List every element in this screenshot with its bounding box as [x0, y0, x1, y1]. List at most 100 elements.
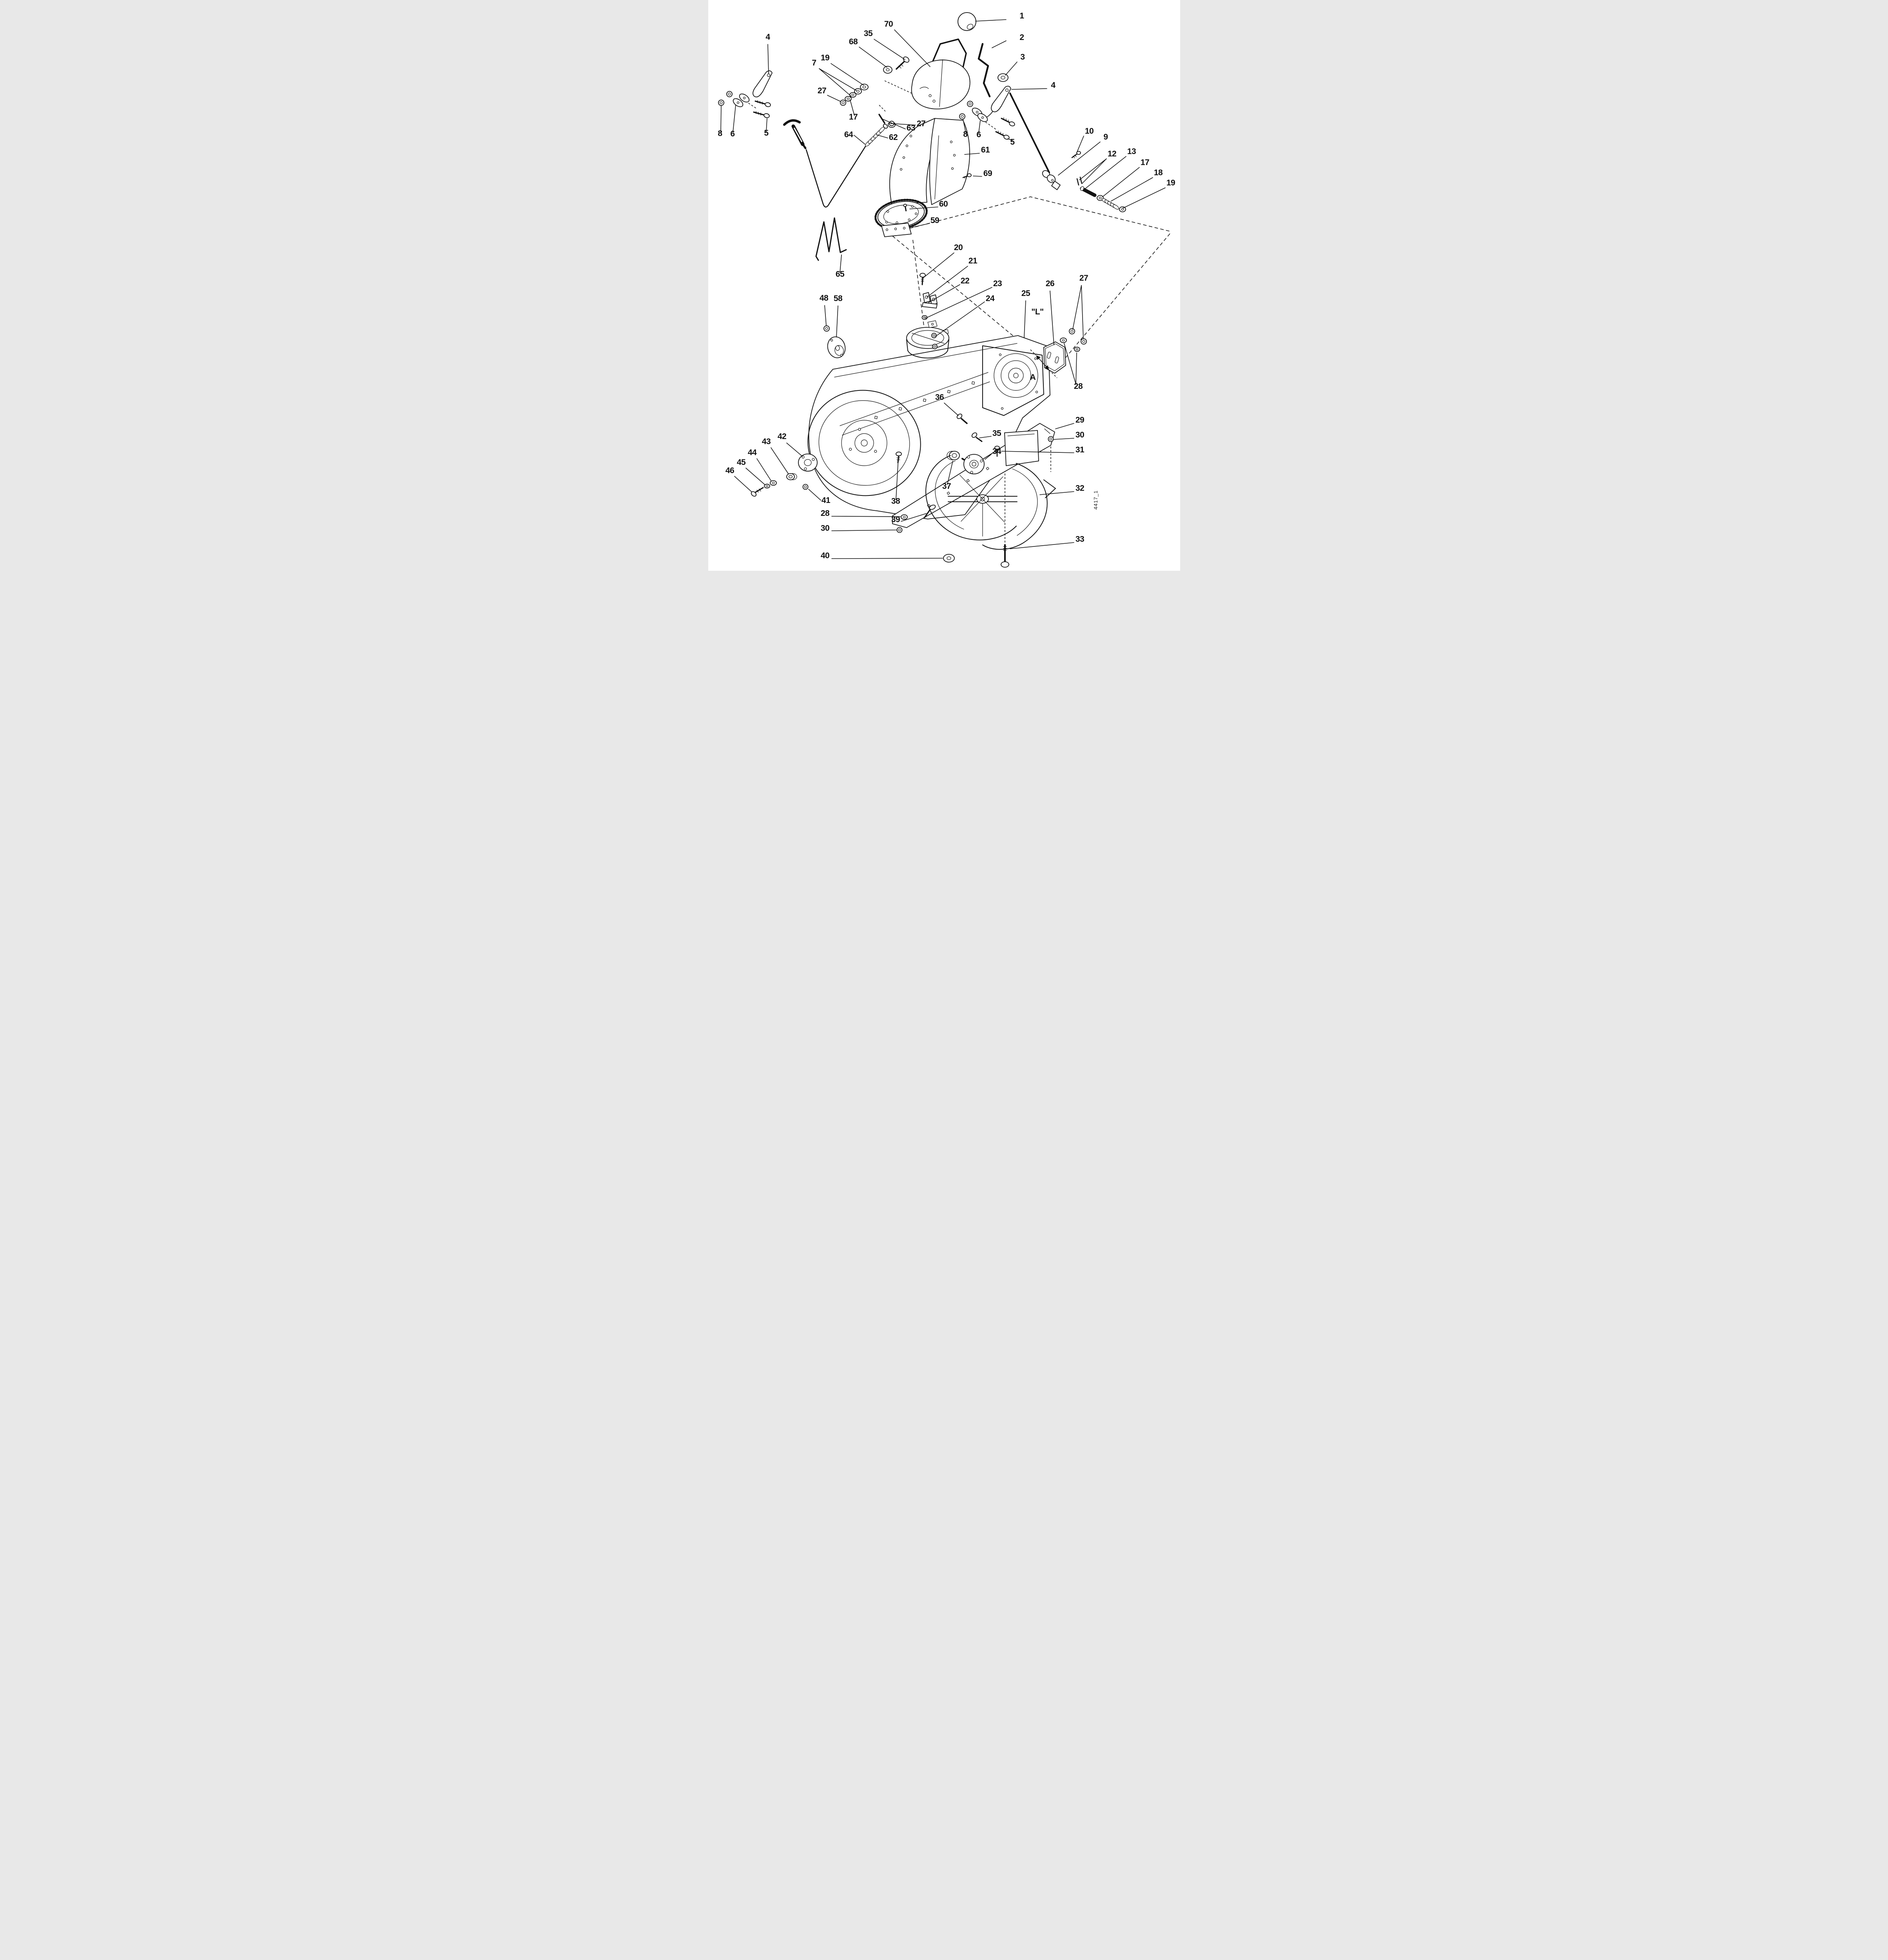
- leader-line-23: [925, 287, 992, 318]
- leader-line-24: [936, 302, 985, 336]
- leader-line-31: [1001, 451, 1074, 453]
- washer-17-right: [1097, 196, 1103, 201]
- callout-label-8-26: 8: [963, 130, 968, 139]
- chute-deflector: [911, 39, 970, 109]
- callout-label-58-44: 58: [833, 294, 842, 303]
- spring-18: [1101, 198, 1119, 210]
- callout-label-36-45: 36: [935, 393, 943, 402]
- callout-label-22-36: 22: [960, 276, 969, 285]
- callout-label-40-58: 40: [820, 551, 829, 560]
- callout-label-31-53: 31: [1075, 445, 1084, 454]
- set-screw-31: [995, 446, 999, 456]
- callout-label-29-51: 29: [1075, 416, 1084, 425]
- callout-label-20-34: 20: [954, 243, 962, 252]
- leader-line-7: [819, 69, 851, 96]
- leader-line-27: [827, 95, 841, 102]
- bracket-nuts-27: [1069, 328, 1086, 344]
- callout-label-48-43: 48: [819, 294, 828, 303]
- callout-label-17-8: 17: [1140, 158, 1149, 167]
- left-pivot-arm-group: [718, 71, 772, 118]
- chute-bracket-59: [881, 223, 911, 237]
- callout-label-17-17: 17: [849, 113, 857, 122]
- bushing-37: [947, 451, 959, 460]
- callout-label-27-41: 27: [1079, 274, 1088, 283]
- callout-label-27-19: 27: [916, 119, 925, 128]
- callout-label-1-0: 1: [1019, 11, 1024, 20]
- leader-line-37: [947, 461, 953, 485]
- leader-line-5: [1008, 139, 1012, 140]
- leader-line-36: [944, 403, 958, 416]
- leader-line-12: [1079, 159, 1106, 180]
- callout-label-70-11: 70: [884, 20, 892, 29]
- leader-line-6: [979, 121, 980, 133]
- callout-label-61-29: 61: [981, 145, 990, 154]
- callout-label-28-56: 28: [820, 509, 829, 518]
- callout-label-4-22: 4: [765, 33, 770, 42]
- leader-line-32: [1040, 492, 1074, 495]
- callout-label-41-59: 41: [821, 496, 830, 505]
- leader-line-39: [901, 514, 926, 521]
- callout-label-35-46: 35: [992, 429, 1001, 438]
- scraper-nut-30-left: [897, 528, 902, 533]
- deflector-spring: [864, 123, 888, 147]
- callout-label-6-24: 6: [730, 129, 735, 138]
- leader-line-48: [825, 305, 826, 325]
- figure-code: 4417_1: [1093, 490, 1099, 510]
- leader-line-1: [976, 20, 1006, 21]
- callout-label-43-61: 43: [762, 437, 770, 446]
- leader-line-17: [850, 100, 854, 116]
- callout-label-7-15: 7: [812, 58, 816, 67]
- callout-label-10-4: 10: [1085, 127, 1093, 136]
- leader-line-2: [992, 41, 1006, 48]
- callout-label-46-64: 46: [725, 466, 734, 475]
- deflector-cable-assembly: [784, 120, 866, 207]
- leader-line-27: [1073, 285, 1081, 329]
- callout-label-45-63: 45: [736, 458, 745, 467]
- callout-label-23-37: 23: [993, 279, 1001, 288]
- leader-line-18: [1111, 178, 1153, 201]
- leader-line-19: [1123, 188, 1165, 208]
- leader-line-44: [757, 459, 771, 481]
- dimension-A-annotation: A: [1030, 373, 1036, 382]
- callout-label-19-14: 19: [820, 53, 829, 62]
- leader-line-6: [733, 105, 736, 132]
- callout-label-32-54: 32: [1075, 484, 1084, 493]
- bearing-flange-34: [962, 454, 984, 474]
- leader-line-28: [1064, 343, 1076, 384]
- callout-label-34-47: 34: [992, 447, 1001, 456]
- leader-line-9: [1058, 142, 1100, 175]
- leader-line-8: [963, 119, 966, 132]
- bracket-L-annotation: "L": [1031, 307, 1043, 316]
- leader-line-35: [874, 39, 905, 60]
- callout-label-33-55: 33: [1075, 535, 1084, 544]
- callout-label-27-16: 27: [817, 86, 826, 95]
- washer-40: [943, 554, 954, 562]
- callout-label-65-33: 65: [835, 270, 844, 279]
- callout-label-2-1: 2: [1019, 33, 1024, 42]
- leader-line-61: [965, 153, 979, 154]
- leader-line-68: [859, 47, 887, 67]
- callout-label-18-9: 18: [1153, 168, 1163, 177]
- collar-mount-hardware: [920, 273, 937, 349]
- callout-label-64-20: 64: [844, 130, 853, 139]
- leader-line-5: [766, 118, 767, 132]
- leader-line-28: [1076, 353, 1077, 384]
- callout-label-30-52: 30: [1075, 430, 1084, 439]
- dimension-arrow-A: [1030, 350, 1057, 378]
- leader-line-60: [910, 207, 938, 209]
- leader-line-59: [912, 223, 929, 227]
- callout-label-13-7: 13: [1127, 147, 1135, 156]
- washer-3: [998, 74, 1008, 82]
- leader-line-20: [923, 253, 954, 278]
- leader-line-3: [1005, 62, 1017, 75]
- leader-line-10: [1077, 136, 1084, 153]
- leader-line-13: [1085, 156, 1126, 189]
- leader-line-64: [854, 135, 865, 144]
- leader-line-58: [836, 306, 838, 337]
- chute-crank-rod: [979, 44, 990, 96]
- callout-label-4-3: 4: [1051, 81, 1056, 90]
- leader-line-28: [832, 516, 900, 517]
- pivot-washer-stack: [840, 84, 868, 106]
- auger-spiral: [926, 430, 1056, 550]
- callout-label-28-42: 28: [1074, 382, 1083, 391]
